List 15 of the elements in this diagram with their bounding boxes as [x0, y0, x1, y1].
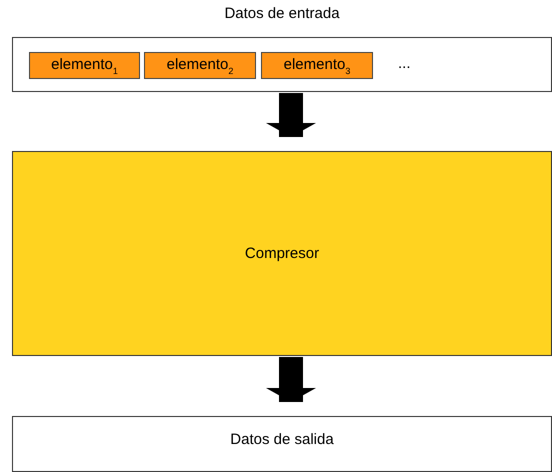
input-data-box — [12, 37, 552, 92]
element-box — [29, 52, 140, 79]
box-heading: Datos de entrada — [223, 5, 341, 22]
box-label: Compresor — [244, 245, 320, 262]
box-label: elemento$_{2}$ — [166, 56, 234, 76]
box-label: elemento$_{3}$ — [284, 56, 350, 76]
element-box — [144, 52, 256, 79]
element-box — [261, 52, 373, 79]
ellipsis-text: ... — [398, 55, 411, 72]
process-box — [12, 151, 552, 356]
process-box — [12, 416, 552, 472]
box-label: Datos de salida — [230, 431, 334, 448]
arrow — [266, 93, 316, 137]
arrow — [266, 357, 316, 402]
box-label: elemento$_{1}$ — [51, 56, 118, 76]
